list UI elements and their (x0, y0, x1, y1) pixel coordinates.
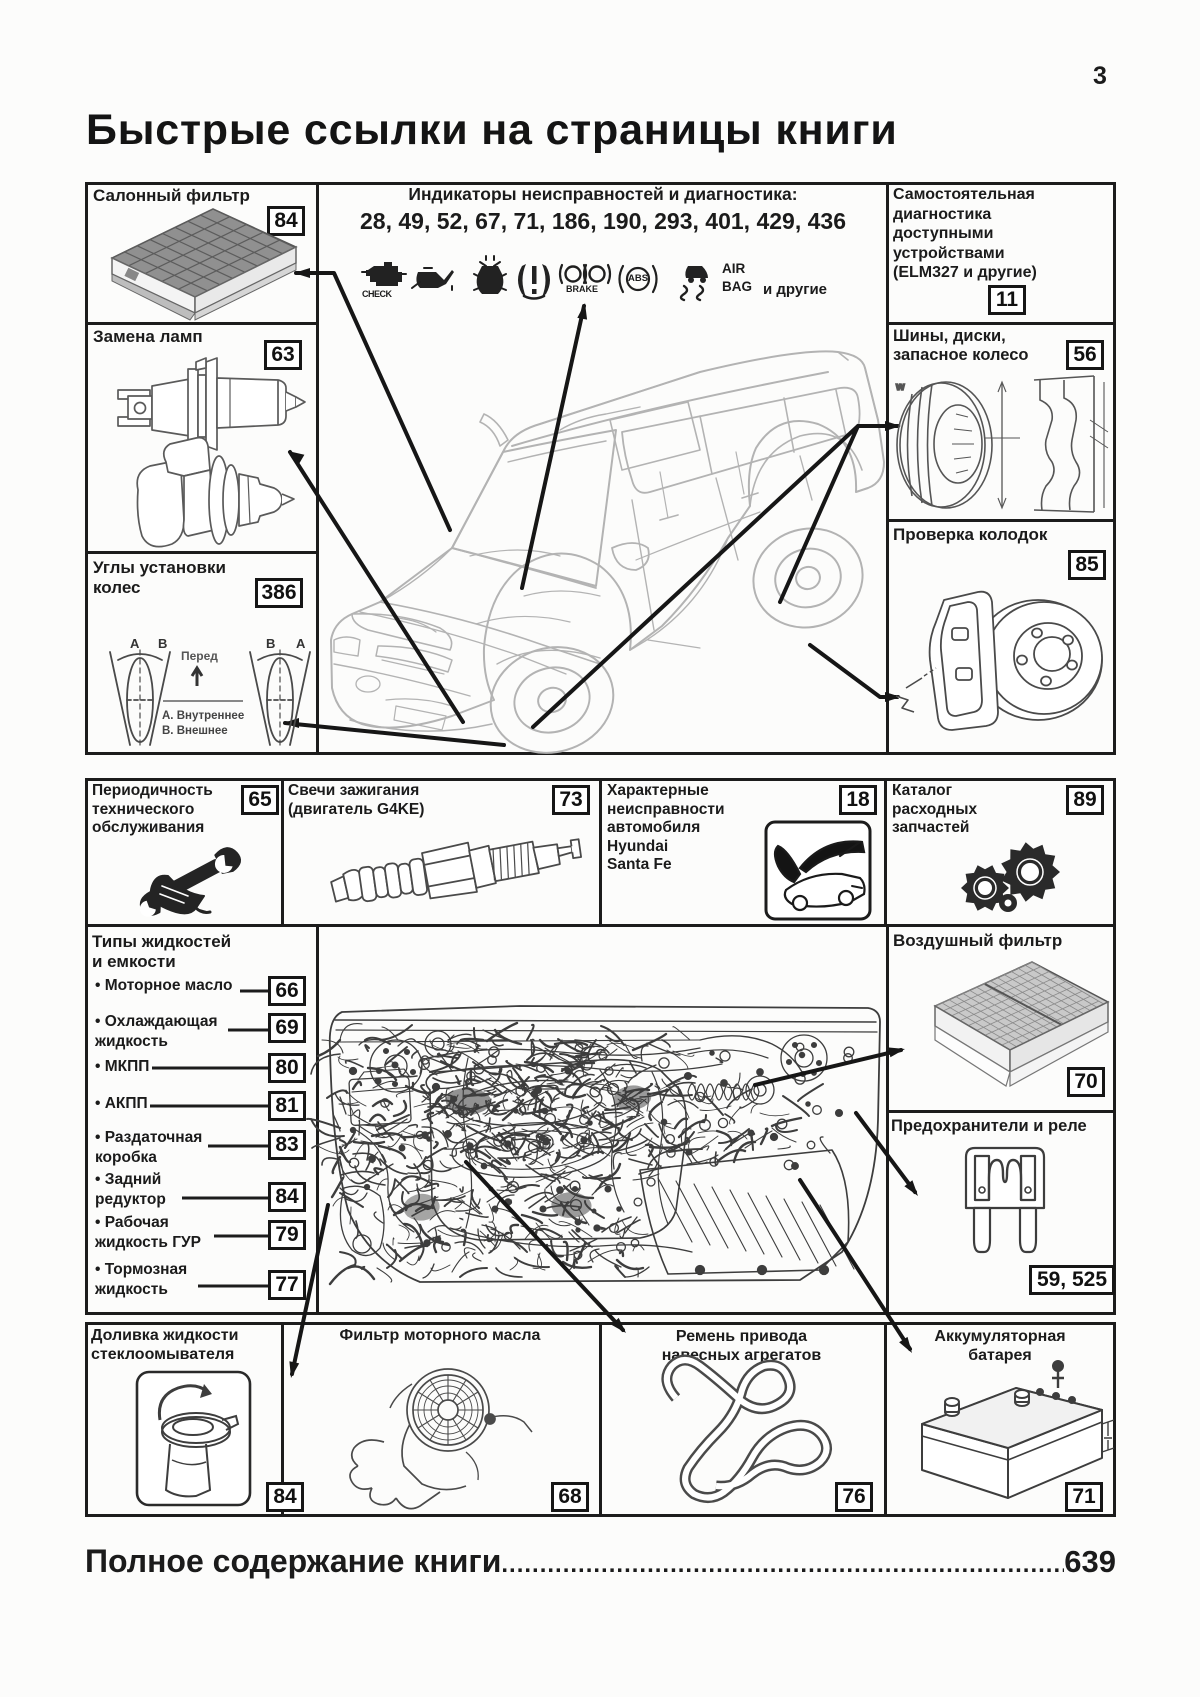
svg-text:Перед: Перед (181, 649, 218, 663)
svg-text:B: B (158, 636, 167, 651)
svg-text:B: B (266, 636, 275, 651)
svg-text:w: w (895, 381, 905, 393)
svg-text:A. Внутреннее: A. Внутреннее (162, 710, 244, 722)
svg-text:B. Внешнее: B. Внешнее (162, 725, 228, 737)
svg-text:A: A (296, 636, 306, 651)
svg-text:A: A (130, 636, 140, 651)
